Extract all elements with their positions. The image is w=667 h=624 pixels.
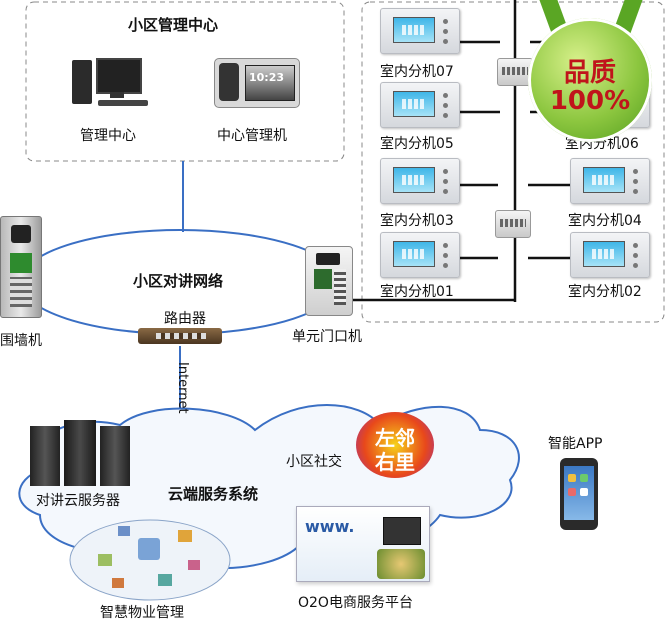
indoor-unit-05-label: 室内分机05 [380,136,454,152]
door-label: 单元门口机 [292,329,362,345]
quality-badge: 品质 100% [528,18,652,142]
indoor-unit-07-label: 室内分机07 [380,64,454,80]
ecommerce-url: www. [305,517,355,536]
cloud-title: 云端服务系统 [168,485,259,503]
indoor-unit-03 [380,158,460,204]
social-logo: 左邻 右里 [356,412,434,478]
switch-icon-bottom [495,210,531,238]
server-icon [30,420,130,490]
network-title: 小区对讲网络 [133,272,224,290]
indoor-unit-02 [570,232,650,278]
server-label: 对讲云服务器 [36,493,120,509]
social-logo-line1: 左邻 [375,426,415,450]
center-phone-icon: 10:23 [214,58,300,108]
indoor-unit-07 [380,8,460,54]
pc-label: 管理中心 [80,128,136,144]
internet-label: Internet [175,362,190,414]
router-icon [138,328,222,344]
badge-line2: 100% [549,86,631,116]
indoor-unit-01-label: 室内分机01 [380,284,454,300]
switch-icon-top [497,58,533,86]
ecommerce-label: O2O电商服务平台 [298,595,413,611]
social-label: 小区社交 [286,454,342,470]
indoor-unit-01 [380,232,460,278]
app-label: 智能APP [548,436,603,452]
phone-label: 中心管理机 [217,128,287,144]
pc-icon [72,58,156,110]
property-label: 智慧物业管理 [100,605,184,621]
wall-label: 围墙机 [0,333,42,349]
smartphone-icon [560,458,598,530]
indoor-unit-04-label: 室内分机04 [568,213,642,229]
phone-screen-text: 10:23 [249,71,285,84]
indoor-unit-04 [570,158,650,204]
ecommerce-screen: www. [296,506,430,582]
indoor-unit-02-label: 室内分机02 [568,284,642,300]
badge-line1: 品质 [563,58,616,88]
door-station-icon [305,246,353,316]
indoor-unit-05 [380,82,460,128]
management-title: 小区管理中心 [128,16,219,34]
wall-station-icon [0,216,42,318]
social-logo-line2: 右里 [375,450,415,474]
management-center-box [25,1,345,162]
indoor-unit-03-label: 室内分机03 [380,213,454,229]
indoor-units-box [361,1,665,323]
property-mgmt-icons [88,520,208,600]
router-label: 路由器 [164,311,206,327]
